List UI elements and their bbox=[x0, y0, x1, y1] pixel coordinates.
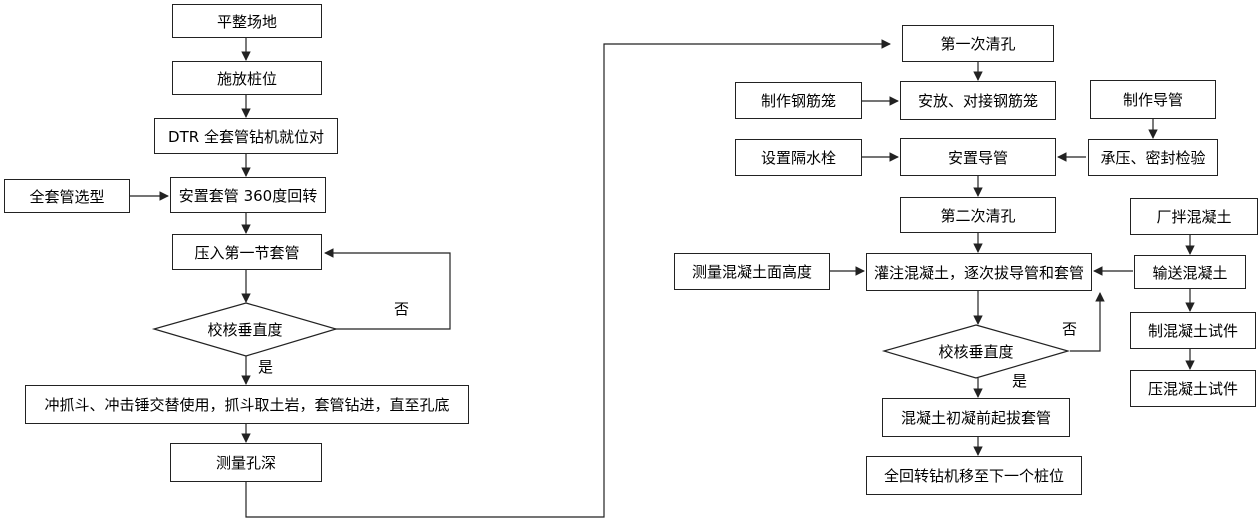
yes-label-right: 是 bbox=[1012, 372, 1028, 390]
move-rig-step: 全回转钻机移至下一个桩位 bbox=[866, 456, 1082, 495]
measure-depth-step: 测量孔深 bbox=[170, 443, 322, 482]
make-specimen-step: 制混凝土试件 bbox=[1130, 312, 1256, 349]
level-site-step: 平整场地 bbox=[172, 4, 322, 38]
second-clean-step: 第二次清孔 bbox=[900, 197, 1056, 233]
install-tremie-step: 安置导管 bbox=[900, 138, 1056, 176]
transport-step: 输送混凝土 bbox=[1134, 255, 1246, 289]
first-clean-step: 第一次清孔 bbox=[902, 25, 1054, 62]
yes-label-left: 是 bbox=[258, 358, 274, 376]
no-label-left: 否 bbox=[394, 300, 410, 318]
pour-concrete-step: 灌注混凝土，逐次拔导管和套管 bbox=[866, 253, 1092, 291]
drilling-step: 冲抓斗、冲击锤交替使用，抓斗取土岩，套管钻进，直至孔底 bbox=[25, 385, 469, 424]
press-casing-step: 压入第一节套管 bbox=[172, 234, 322, 270]
pressure-test-step: 承压、密封检验 bbox=[1088, 139, 1218, 176]
set-plug-step: 设置隔水栓 bbox=[735, 139, 862, 176]
check-vertical-decision-left: 校核垂直度 bbox=[207, 321, 283, 339]
check-vertical-diamond-left bbox=[151, 302, 339, 357]
stake-out-step: 施放桩位 bbox=[172, 61, 322, 95]
pull-casing-step: 混凝土初凝前起拔套管 bbox=[882, 398, 1070, 437]
rig-position-step: DTR 全套管钻机就位对 bbox=[154, 118, 338, 154]
make-cage-step: 制作钢筋笼 bbox=[735, 82, 862, 119]
test-specimen-step: 压混凝土试件 bbox=[1130, 370, 1256, 407]
install-cage-step: 安放、对接钢筋笼 bbox=[900, 81, 1056, 120]
measure-level-step: 测量混凝土面高度 bbox=[674, 253, 830, 290]
check-vertical-diamond-right bbox=[881, 324, 1071, 379]
plant-mix-step: 厂拌混凝土 bbox=[1130, 198, 1258, 235]
rotate-casing-step: 安置套管 360度回转 bbox=[170, 177, 326, 213]
make-tremie-step: 制作导管 bbox=[1090, 80, 1216, 119]
no-label-right: 否 bbox=[1062, 320, 1078, 338]
casing-select-step: 全套管选型 bbox=[4, 179, 130, 213]
check-vertical-decision-right: 校核垂直度 bbox=[938, 343, 1014, 361]
